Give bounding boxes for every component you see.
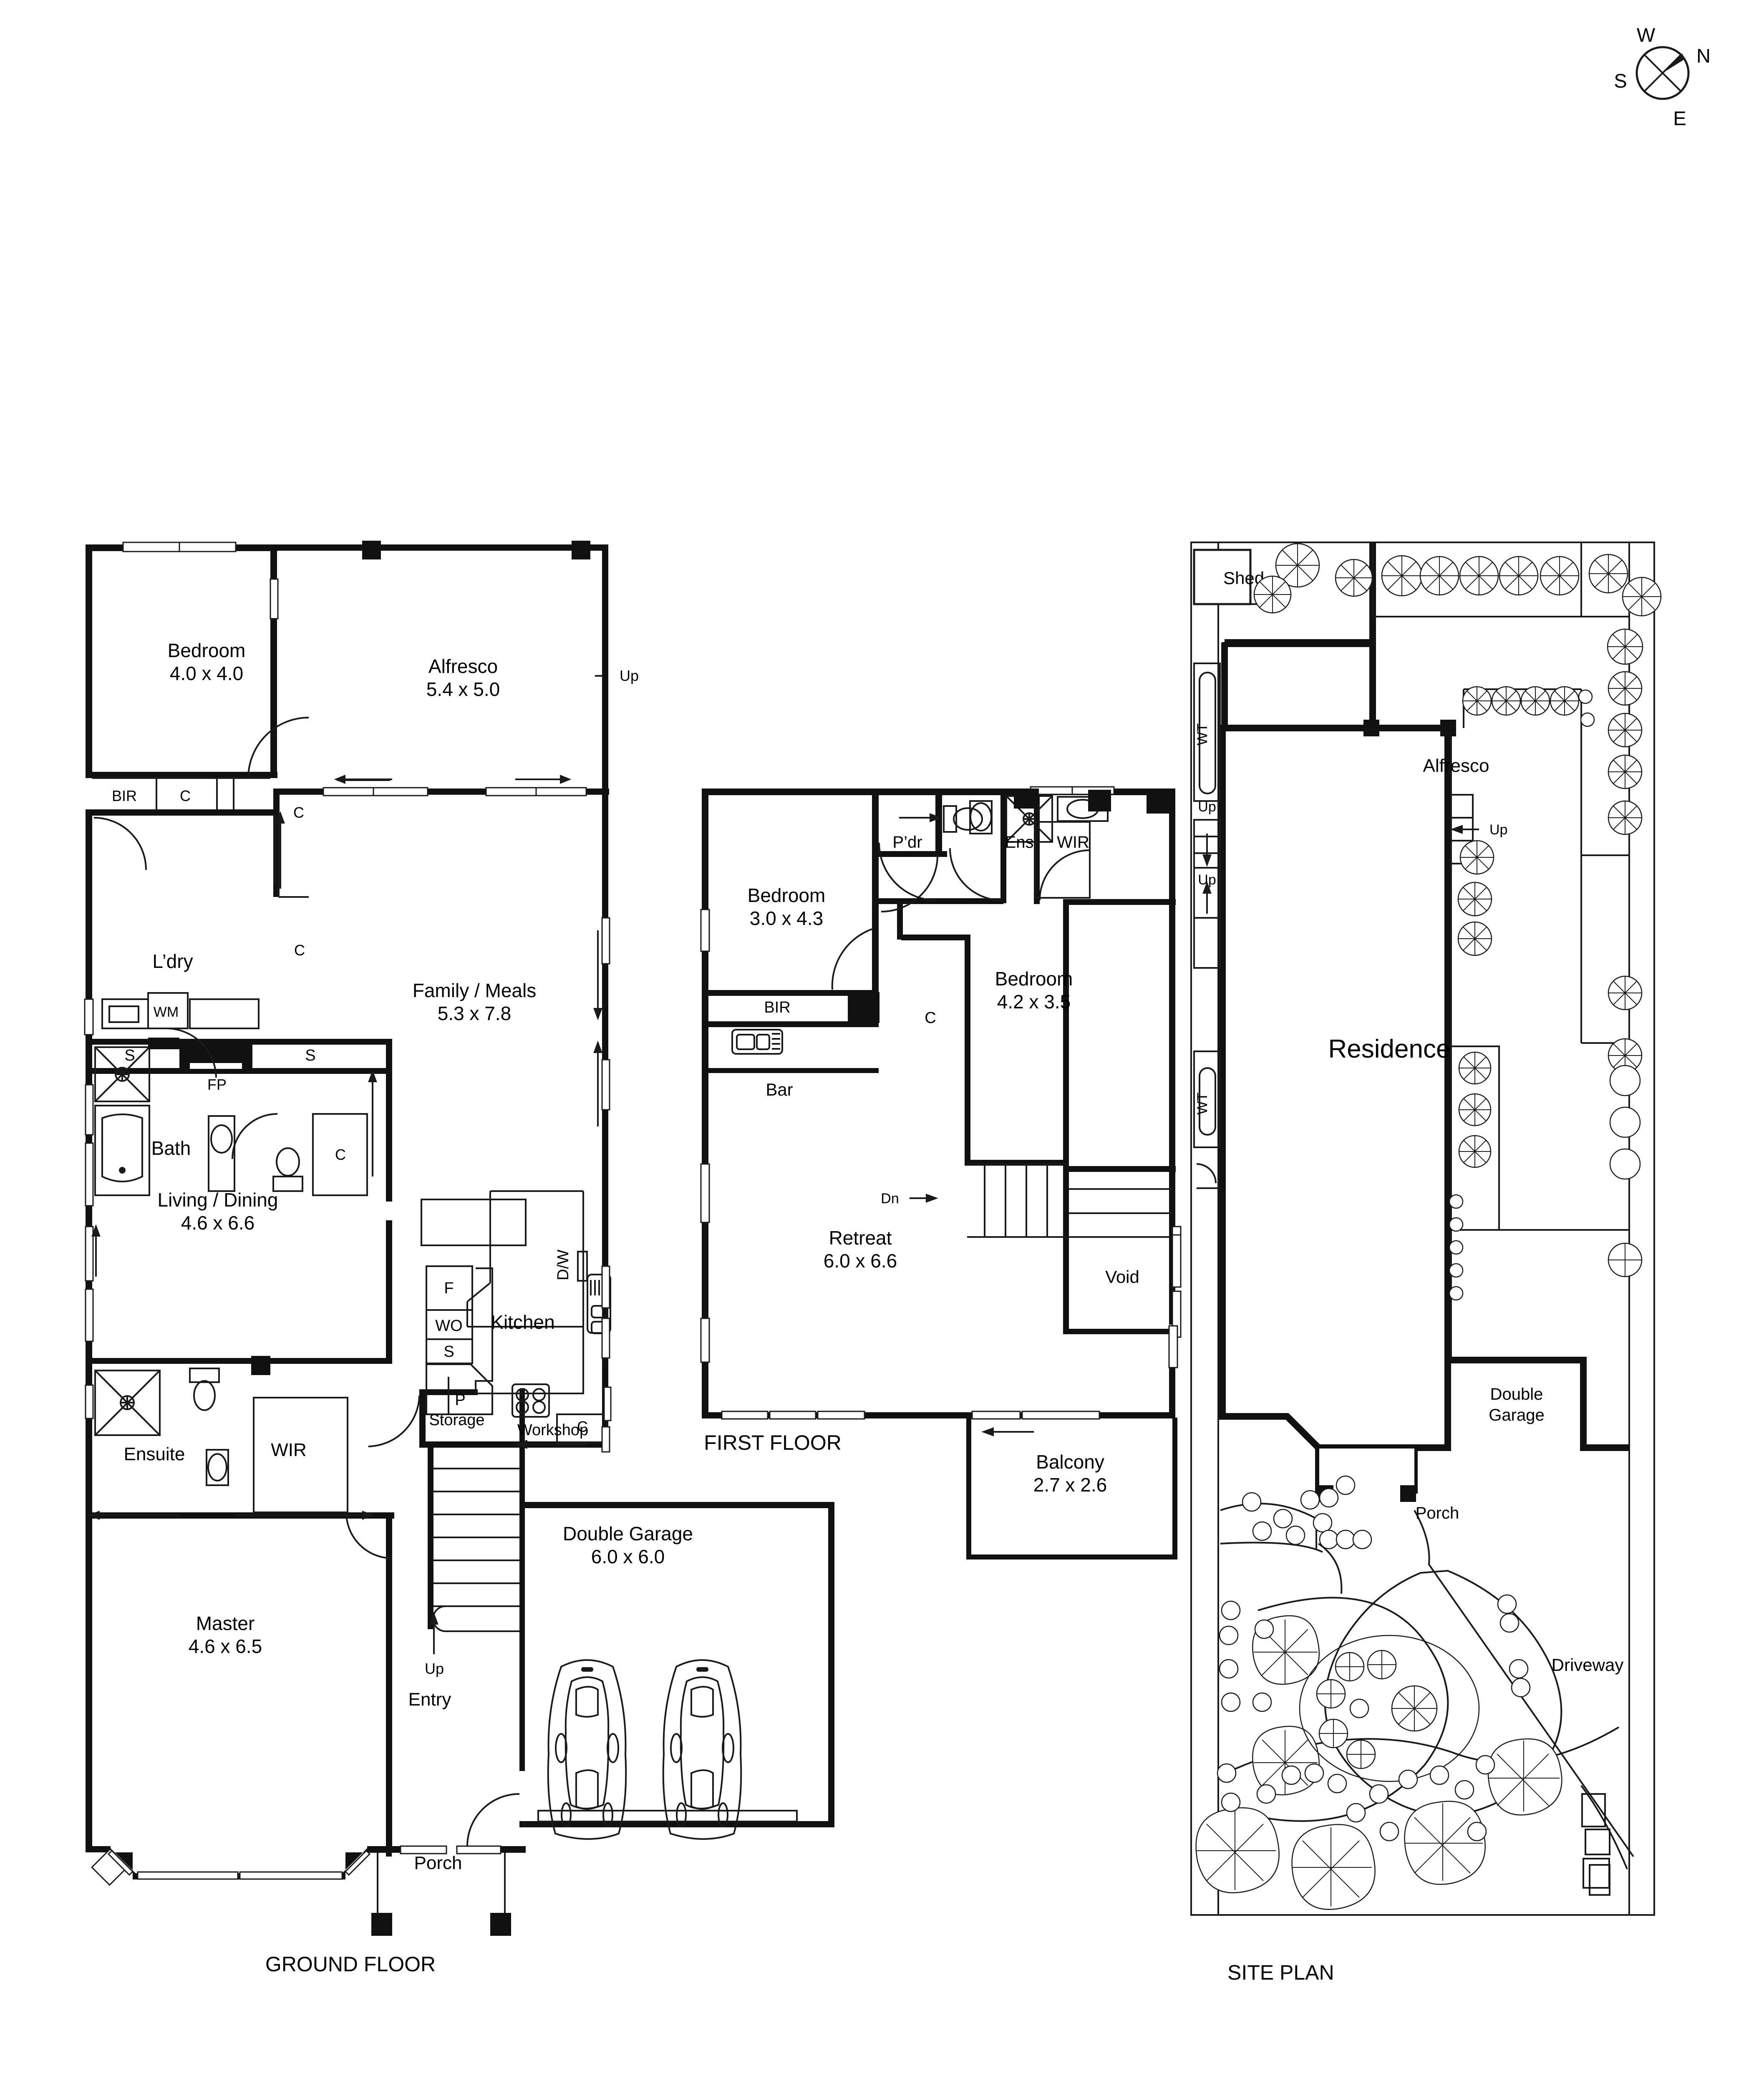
ground-room-labels: Bedroom 4.0 x 4.0 Alfresco 5.4 x 5.0 Fam… bbox=[124, 640, 693, 1873]
annotation-s-right: S bbox=[305, 1047, 315, 1064]
room-dims-family-meals: 5.3 x 7.8 bbox=[438, 1003, 511, 1024]
first-floor-caption: FIRST FLOOR bbox=[704, 1431, 842, 1454]
room-label-workshop: Workshop bbox=[517, 1421, 588, 1439]
annotation-s-left: S bbox=[124, 1047, 135, 1064]
first-annotations: P’dr Ens WIR BIR C Dn bbox=[764, 833, 1089, 1207]
site-label-wt-2: WT bbox=[1194, 1093, 1210, 1115]
compass-label-s: S bbox=[1614, 70, 1627, 92]
annotation-dn: Dn bbox=[881, 1191, 899, 1207]
first-door-swings bbox=[831, 842, 1090, 990]
ground-posts bbox=[148, 541, 590, 1936]
ground-arrows bbox=[87, 675, 602, 1654]
site-label-double-garage-line1: Double bbox=[1490, 1385, 1543, 1403]
annotation-up-alfresco: Up bbox=[620, 667, 639, 684]
room-label-bedroom-4: Bedroom bbox=[995, 968, 1073, 990]
site-label-wt-1: WT bbox=[1194, 723, 1210, 746]
site-label-residence: Residence bbox=[1328, 1035, 1451, 1063]
room-dims-double-garage: 6.0 x 6.0 bbox=[591, 1546, 665, 1567]
site-labels: Alfresco Residence Double Garage Porch D… bbox=[1194, 723, 1623, 1675]
room-dims-bedroom-4: 4.2 x 3.5 bbox=[997, 991, 1071, 1013]
annotation-c-3: C bbox=[294, 942, 305, 959]
annotation-c-4: C bbox=[335, 1146, 346, 1163]
room-label-bar: Bar bbox=[766, 1080, 793, 1099]
compass-label-e: E bbox=[1673, 107, 1686, 129]
room-label-porch: Porch bbox=[414, 1853, 462, 1873]
room-dims-bedroom-3: 3.0 x 4.3 bbox=[750, 907, 823, 929]
compass-rose: W N S E bbox=[1614, 24, 1711, 129]
annotation-fridge: F bbox=[444, 1280, 454, 1297]
annotation-up-stairs: Up bbox=[425, 1660, 444, 1677]
site-trees bbox=[1195, 543, 1662, 1910]
site-alfresco-outline bbox=[1222, 642, 1373, 728]
site-label-porch: Porch bbox=[1416, 1504, 1459, 1522]
annotation-bir: BIR bbox=[112, 787, 137, 804]
room-label-master: Master bbox=[196, 1612, 255, 1634]
first-windows bbox=[700, 786, 1182, 1420]
car-right bbox=[662, 1659, 742, 1840]
room-label-family-meals: Family / Meals bbox=[413, 980, 536, 1001]
annotation-wir: WIR bbox=[1057, 833, 1089, 852]
room-dims-master: 4.6 x 6.5 bbox=[189, 1635, 262, 1657]
annotation-wall-oven: WO bbox=[435, 1317, 462, 1335]
room-label-bedroom-2: Bedroom bbox=[168, 640, 246, 661]
annotation-sink: S bbox=[444, 1343, 454, 1360]
first-floor-plan: Bedroom 3.0 x 4.3 Bedroom 4.2 x 3.5 Retr… bbox=[700, 786, 1182, 1559]
annotation-dishwasher: D/W bbox=[554, 1250, 572, 1280]
first-posts bbox=[848, 789, 1171, 1023]
room-dims-bedroom-2: 4.0 x 4.0 bbox=[170, 663, 243, 684]
first-arrows bbox=[899, 813, 1034, 1436]
ground-door-swings bbox=[93, 717, 520, 1847]
room-label-laundry: L’dry bbox=[152, 950, 193, 972]
ground-floor-caption: GROUND FLOOR bbox=[265, 1952, 436, 1976]
room-label-entry: Entry bbox=[408, 1689, 451, 1710]
room-label-bedroom-3: Bedroom bbox=[748, 884, 826, 906]
site-label-up-1: Up bbox=[1198, 799, 1216, 815]
car-left bbox=[547, 1659, 627, 1840]
room-dims-retreat: 6.0 x 6.6 bbox=[824, 1250, 897, 1272]
site-residence-fill bbox=[1228, 731, 1580, 1445]
annotation-c-5: C bbox=[577, 1418, 588, 1435]
first-room-labels: Bedroom 3.0 x 4.3 Bedroom 4.2 x 3.5 Retr… bbox=[748, 884, 1139, 1496]
room-label-kitchen: Kitchen bbox=[491, 1311, 554, 1333]
site-label-up-3: Up bbox=[1489, 822, 1507, 838]
site-residence-outline-2 bbox=[1219, 725, 1629, 1494]
site-thin-lines bbox=[1193, 542, 1629, 1360]
room-label-alfresco: Alfresco bbox=[428, 655, 498, 677]
room-dims-balcony: 2.7 x 2.6 bbox=[1033, 1474, 1107, 1496]
site-label-double-garage-line2: Garage bbox=[1489, 1406, 1544, 1424]
site-label-driveway: Driveway bbox=[1552, 1655, 1624, 1675]
site-plan: Shed bbox=[1190, 542, 1662, 1984]
room-label-balcony: Balcony bbox=[1036, 1451, 1104, 1473]
annotation-fp: FP bbox=[207, 1076, 227, 1093]
compass-label-w: W bbox=[1637, 24, 1656, 46]
annotation-c-2: C bbox=[293, 804, 304, 821]
room-label-wir: WIR bbox=[271, 1440, 307, 1460]
site-label-alfresco: Alfresco bbox=[1423, 756, 1489, 776]
ground-interior-lines bbox=[92, 777, 798, 1919]
annotation-wm: WM bbox=[154, 1004, 179, 1020]
room-label-bath: Bath bbox=[151, 1137, 191, 1159]
ground-annotations: BIR C C C C C WM S S FP F WO S P D/W Up … bbox=[112, 667, 639, 1677]
room-label-retreat: Retreat bbox=[829, 1227, 892, 1249]
ground-windows bbox=[84, 542, 612, 1886]
annotation-bir: BIR bbox=[764, 999, 790, 1016]
room-dims-alfresco: 5.4 x 5.0 bbox=[426, 678, 500, 700]
room-label-storage: Storage bbox=[429, 1411, 484, 1429]
room-label-ensuite: Ensuite bbox=[124, 1444, 185, 1464]
annotation-c-1: C bbox=[180, 787, 191, 804]
annotation-ens: Ens bbox=[1005, 833, 1034, 852]
compass-label-n: N bbox=[1696, 45, 1711, 67]
site-label-up-2: Up bbox=[1198, 872, 1216, 888]
room-label-void: Void bbox=[1105, 1267, 1139, 1287]
room-dims-living-dining: 4.6 x 6.6 bbox=[181, 1212, 255, 1234]
annotation-powder: P’dr bbox=[892, 833, 922, 852]
room-label-living-dining: Living / Dining bbox=[158, 1189, 278, 1211]
room-label-double-garage: Double Garage bbox=[563, 1523, 693, 1544]
annotation-c-1: C bbox=[925, 1009, 936, 1027]
site-plan-caption: SITE PLAN bbox=[1227, 1961, 1334, 1984]
ground-floor-plan: Bedroom 4.0 x 4.0 Alfresco 5.4 x 5.0 Fam… bbox=[84, 541, 834, 1976]
annotation-pantry: P bbox=[455, 1391, 465, 1409]
